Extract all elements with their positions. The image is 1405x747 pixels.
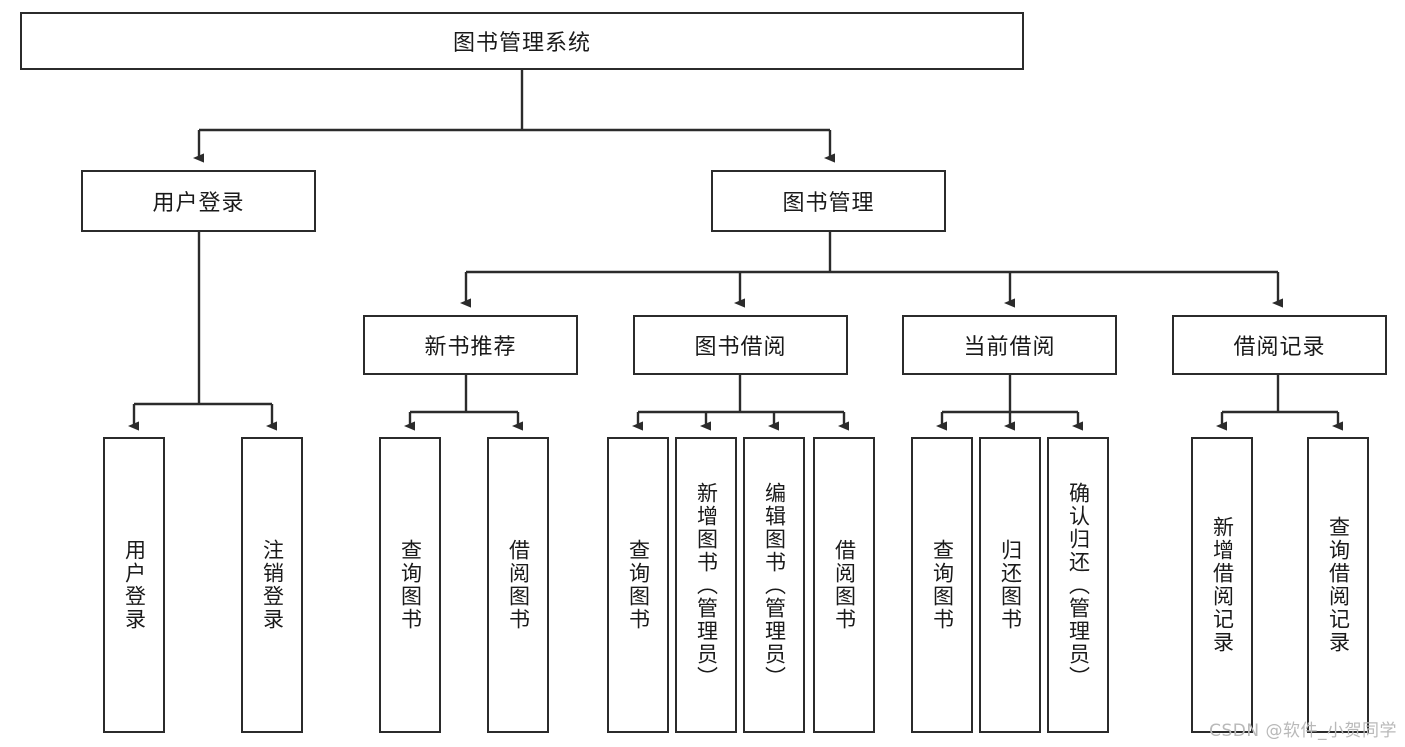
node-label: 当前借阅 bbox=[963, 335, 1056, 360]
node-label: 新增图书（管理员） bbox=[694, 481, 719, 689]
node-label: 图书管理系统 bbox=[452, 31, 591, 56]
node-label: 查询图书 bbox=[626, 539, 651, 631]
leaf-borrow-book-recommend[interactable]: 借阅图书 bbox=[487, 437, 549, 733]
node-new-book-recommend[interactable]: 新书推荐 bbox=[363, 315, 578, 375]
node-label: 图书管理 bbox=[782, 191, 875, 216]
leaf-edit-book-admin[interactable]: 编辑图书（管理员） bbox=[743, 437, 805, 733]
leaf-query-book-recommend[interactable]: 查询图书 bbox=[379, 437, 441, 733]
node-label: 归还图书 bbox=[998, 539, 1023, 631]
leaf-confirm-return-admin[interactable]: 确认归还（管理员） bbox=[1047, 437, 1109, 733]
node-label: 用户登录 bbox=[152, 191, 245, 216]
node-label: 编辑图书（管理员） bbox=[762, 481, 787, 689]
node-label: 查询图书 bbox=[930, 539, 955, 631]
leaf-return-book[interactable]: 归还图书 bbox=[979, 437, 1041, 733]
node-book-management-system[interactable]: 图书管理系统 bbox=[20, 12, 1024, 70]
leaf-add-book-admin[interactable]: 新增图书（管理员） bbox=[675, 437, 737, 733]
node-label: 查询借阅记录 bbox=[1326, 516, 1351, 654]
leaf-query-book-current[interactable]: 查询图书 bbox=[911, 437, 973, 733]
node-current-borrow[interactable]: 当前借阅 bbox=[902, 315, 1117, 375]
node-book-borrow[interactable]: 图书借阅 bbox=[633, 315, 848, 375]
node-label: 注销登录 bbox=[260, 539, 285, 631]
node-label: 新书推荐 bbox=[424, 335, 517, 360]
watermark: CSDN @软件_小贺同学 bbox=[1209, 721, 1397, 741]
leaf-logout-login[interactable]: 注销登录 bbox=[241, 437, 303, 733]
node-label: 借阅记录 bbox=[1233, 335, 1326, 360]
leaf-query-borrow-record[interactable]: 查询借阅记录 bbox=[1307, 437, 1369, 733]
node-label: 确认归还（管理员） bbox=[1066, 481, 1091, 689]
node-book-management[interactable]: 图书管理 bbox=[711, 170, 946, 232]
leaf-borrow-book[interactable]: 借阅图书 bbox=[813, 437, 875, 733]
node-borrow-record[interactable]: 借阅记录 bbox=[1172, 315, 1387, 375]
node-label: 新增借阅记录 bbox=[1210, 516, 1235, 654]
node-user-login[interactable]: 用户登录 bbox=[81, 170, 316, 232]
node-label: 借阅图书 bbox=[506, 539, 531, 631]
node-label: 借阅图书 bbox=[832, 539, 857, 631]
leaf-query-book-borrow[interactable]: 查询图书 bbox=[607, 437, 669, 733]
node-label: 图书借阅 bbox=[694, 335, 787, 360]
node-label: 用户登录 bbox=[122, 539, 147, 631]
leaf-user-login[interactable]: 用户登录 bbox=[103, 437, 165, 733]
node-label: 查询图书 bbox=[398, 539, 423, 631]
leaf-add-borrow-record[interactable]: 新增借阅记录 bbox=[1191, 437, 1253, 733]
